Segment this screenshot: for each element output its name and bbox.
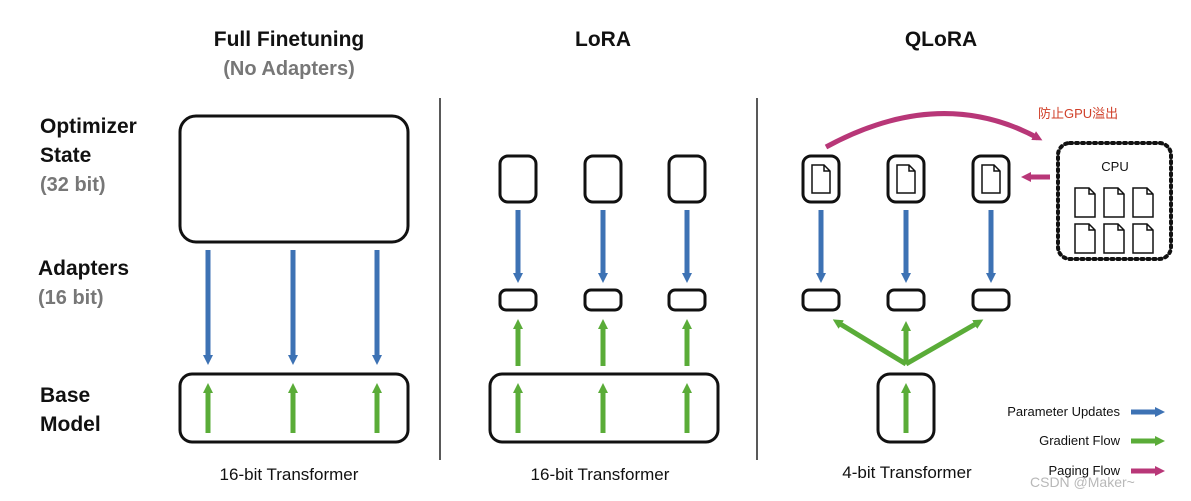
qlora-adapter-boxes [801,288,1011,312]
caption-full: 16-bit Transformer [219,465,359,484]
cpu-page-icons [1074,187,1154,254]
subtitle-no-adapters: (No Adapters) [223,58,355,80]
paging-note: 防止GPU溢出 [1038,106,1119,121]
cpu-label: CPU [1101,159,1129,174]
lora-update-arrows [513,210,692,283]
row-label-model: Model [40,413,101,436]
full-gradient-arrows [203,383,382,433]
title-qlora: QLoRA [904,28,978,51]
caption-lora: 16-bit Transformer [530,465,670,484]
legend-label-parameter-updates: Parameter Updates [1007,404,1120,419]
paging-arc-arrow [824,111,1043,150]
full-update-arrows [203,250,382,365]
lora-gradient-arrows [513,319,692,433]
qlora-page-icons [811,164,1001,194]
title-full-finetuning: Full Finetuning [213,28,365,51]
lora-optimizer-boxes [498,154,707,204]
full-optimizer-state-box [178,114,410,244]
watermark: CSDN @Maker~ [1030,474,1135,490]
row-label-optimizer: Optimizer [40,115,137,138]
qlora-gradient-arrows [832,319,984,433]
row-label-16bit: (16 bit) [38,287,104,309]
caption-qlora: 4-bit Transformer [842,463,972,482]
qlora-update-arrows [816,210,996,283]
lora-adapter-boxes [498,288,707,312]
legend-label-gradient-flow: Gradient Flow [1039,433,1120,448]
legend-label-paging-flow: Paging Flow [1048,463,1120,478]
title-lora: LoRA [575,28,631,51]
row-label-state: State [40,144,92,167]
row-label-base: Base [40,384,91,407]
row-label-32bit: (32 bit) [40,174,106,196]
row-label-adapters: Adapters [38,257,130,280]
